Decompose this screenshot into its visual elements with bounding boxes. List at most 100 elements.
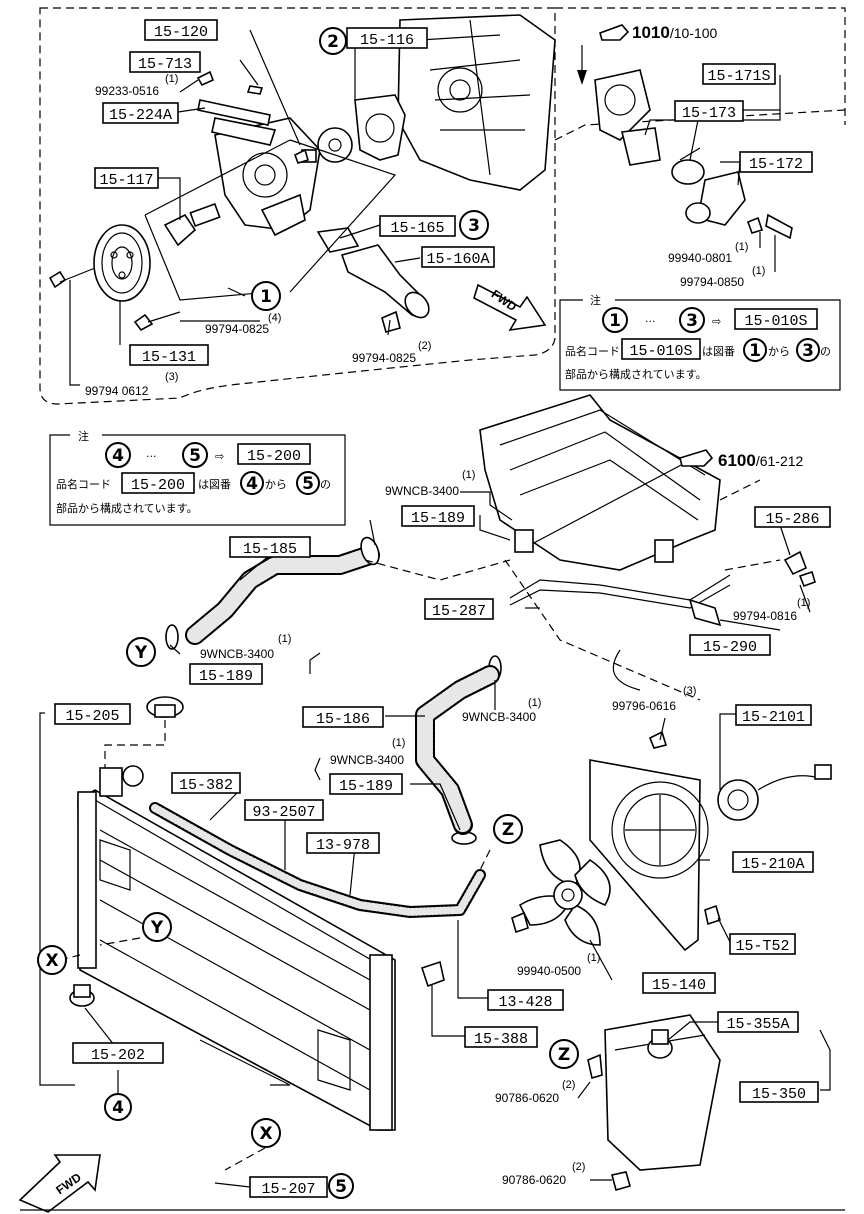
note1-range-to: 3 — [686, 311, 698, 331]
part-code-c15-120[interactable]: 15-120 — [144, 19, 218, 41]
part-code-text: 15-355A — [726, 1016, 789, 1033]
part-code-c15-189b[interactable]: 15-189 — [189, 663, 263, 685]
ref-1010-sub: /10-100 — [670, 25, 718, 41]
thermostat-15-173 — [671, 147, 705, 185]
radiator — [77, 789, 396, 1131]
gasket-15-713 — [211, 117, 277, 146]
part-code-c93-2507[interactable]: 93-2507 — [244, 799, 324, 821]
circled-marker-text: 3 — [468, 216, 480, 236]
part-code-text: 15-173 — [682, 105, 736, 122]
part-number-p99940-0500[interactable]: 99940-0500 — [517, 964, 581, 978]
note2-header: 注 — [78, 429, 89, 443]
part-code-c15-165[interactable]: 15-165 — [379, 215, 456, 237]
part-code-c15-287[interactable]: 15-287 — [424, 598, 494, 620]
part-code-c15-382[interactable]: 15-382 — [171, 772, 241, 794]
part-number-p99794-0816[interactable]: 99794-0816 — [733, 609, 797, 623]
note2-line3: 部品から構成されています。 — [56, 501, 198, 515]
part-code-c13-428[interactable]: 13-428 — [487, 989, 564, 1011]
note2-dots: ··· — [146, 450, 157, 463]
note1-target[interactable]: 15-010S — [744, 313, 807, 330]
part-number-p90786-0620b[interactable]: 90786-0620 — [502, 1173, 566, 1187]
pin-15-713 — [246, 85, 264, 95]
fan-shroud-15-210a — [589, 759, 709, 952]
part-code-c15-171s[interactable]: 15-171S — [702, 63, 776, 85]
ref-6100-sub: /61-212 — [756, 453, 804, 469]
part-code-c15-140[interactable]: 15-140 — [642, 972, 716, 994]
part-code-c15-117[interactable]: 15-117 — [94, 167, 159, 189]
part-code-c15-210a[interactable]: 15-210A — [732, 851, 814, 873]
ref-1010-main[interactable]: 1010 — [632, 23, 670, 42]
part-code-c15-713[interactable]: 15-713 — [129, 51, 201, 73]
part-number-p9wncb-a[interactable]: 9WNCB-3400 — [385, 484, 459, 498]
part-code-c15-290[interactable]: 15-290 — [689, 634, 771, 656]
part-code-c15-t52[interactable]: 15-T52 — [729, 933, 796, 955]
note2-line2-code[interactable]: 15-200 — [131, 477, 185, 494]
part-code-c15-388[interactable]: 15-388 — [464, 1026, 538, 1048]
circled-marker-text: 1 — [260, 287, 272, 307]
part-code-text: 15-388 — [474, 1031, 528, 1048]
note2-range-to: 5 — [189, 446, 201, 466]
part-code-c15-205[interactable]: 15-205 — [54, 703, 131, 725]
note1-header: 注 — [590, 293, 601, 307]
part-code-c13-978[interactable]: 13-978 — [306, 832, 380, 854]
part-code-text: 15-290 — [703, 639, 757, 656]
note2-line2-mid: は図番 — [198, 478, 231, 491]
part-code-c15-185[interactable]: 15-185 — [229, 536, 311, 558]
part-number-p99794-0825b[interactable]: 99794-0825 — [352, 351, 416, 365]
part-code-labels: 15-120 15-713 15-224A 15-117 15-116 15-165 15-… — [54, 19, 831, 1198]
note1-line2-mid: は図番 — [702, 345, 735, 358]
circled-marker-text: Z — [502, 820, 514, 840]
coolant-reservoir-15-350 — [604, 1014, 721, 1171]
part-code-text: 15-T52 — [735, 938, 789, 955]
radiator-cap-dash — [104, 720, 166, 768]
part-code-text: 15-287 — [432, 603, 486, 620]
part-number-p99794-0612[interactable]: 99794 0612 — [85, 384, 149, 398]
gasket-15-171s — [621, 127, 661, 166]
part-code-c15-189a[interactable]: 15-189 — [401, 505, 475, 527]
ref-6100-main[interactable]: 6100 — [718, 451, 756, 470]
circled-marker-text: 4 — [112, 1098, 124, 1118]
thermostat-housing-top — [594, 69, 651, 141]
bracket-15-388 — [420, 960, 445, 988]
part-code-c15-160a[interactable]: 15-160A — [421, 246, 495, 268]
part-number-p99233[interactable]: 99233-0516 — [95, 84, 159, 98]
part-code-c15-202[interactable]: 15-202 — [72, 1042, 164, 1064]
part-number-p99794-0825a[interactable]: 99794-0825 — [205, 322, 269, 336]
part-code-text: 15-172 — [749, 156, 803, 173]
fwd-arrow-top — [473, 283, 547, 332]
bracket-group-1 — [144, 139, 397, 301]
gasket-strip — [197, 99, 271, 126]
part-number-p99796-0616[interactable]: 99796-0616 — [612, 699, 676, 713]
part-number-p99940-0801[interactable]: 99940-0801 — [668, 251, 732, 265]
part-code-c15-350[interactable]: 15-350 — [739, 1081, 819, 1103]
part-code-c15-173[interactable]: 15-173 — [674, 100, 744, 122]
part-code-c15-186[interactable]: 15-186 — [302, 706, 384, 728]
part-code-c15-286[interactable]: 15-286 — [754, 506, 831, 528]
part-number-p9wncb-b[interactable]: 9WNCB-3400 — [200, 647, 274, 661]
part-number-p9wncb-c[interactable]: 9WNCB-3400 — [462, 710, 536, 724]
part-code-c15-116[interactable]: 15-116 — [346, 27, 428, 49]
fan-motor-15-2101 — [717, 764, 832, 821]
pointing-hand-icon — [599, 24, 630, 41]
part-code-c15-207[interactable]: 15-207 — [249, 1176, 328, 1198]
part-code-c15-2101[interactable]: 15-2101 — [735, 704, 812, 726]
radiator-filler-neck — [99, 765, 144, 797]
part-number-p99794-0850[interactable]: 99794-0850 — [680, 275, 744, 289]
plug-99233 — [196, 70, 215, 87]
part-code-c15-224a[interactable]: 15-224A — [102, 102, 179, 124]
part-code-c15-172[interactable]: 15-172 — [739, 151, 813, 173]
part-code-c15-355a[interactable]: 15-355A — [717, 1011, 799, 1033]
part-number-p90786-0620a[interactable]: 90786-0620 — [495, 1091, 559, 1105]
part-number-p9wncb-d[interactable]: 9WNCB-3400 — [330, 753, 404, 767]
circled-marker-n2: 2 — [319, 27, 347, 55]
water-pump-housing — [214, 117, 321, 237]
note1-line2-code[interactable]: 15-010S — [629, 343, 692, 360]
note1-line2-kara: から — [768, 345, 790, 358]
quantity-q-0616: (3) — [683, 685, 696, 697]
quantity-q-wncb-c: (1) — [528, 697, 541, 709]
part-code-text: 15-189 — [199, 668, 253, 685]
part-code-c15-131[interactable]: 15-131 — [129, 344, 209, 366]
note2-target[interactable]: 15-200 — [247, 448, 301, 465]
part-code-c15-189c[interactable]: 15-189 — [329, 773, 403, 795]
quantity-q-0850: (1) — [752, 265, 765, 277]
